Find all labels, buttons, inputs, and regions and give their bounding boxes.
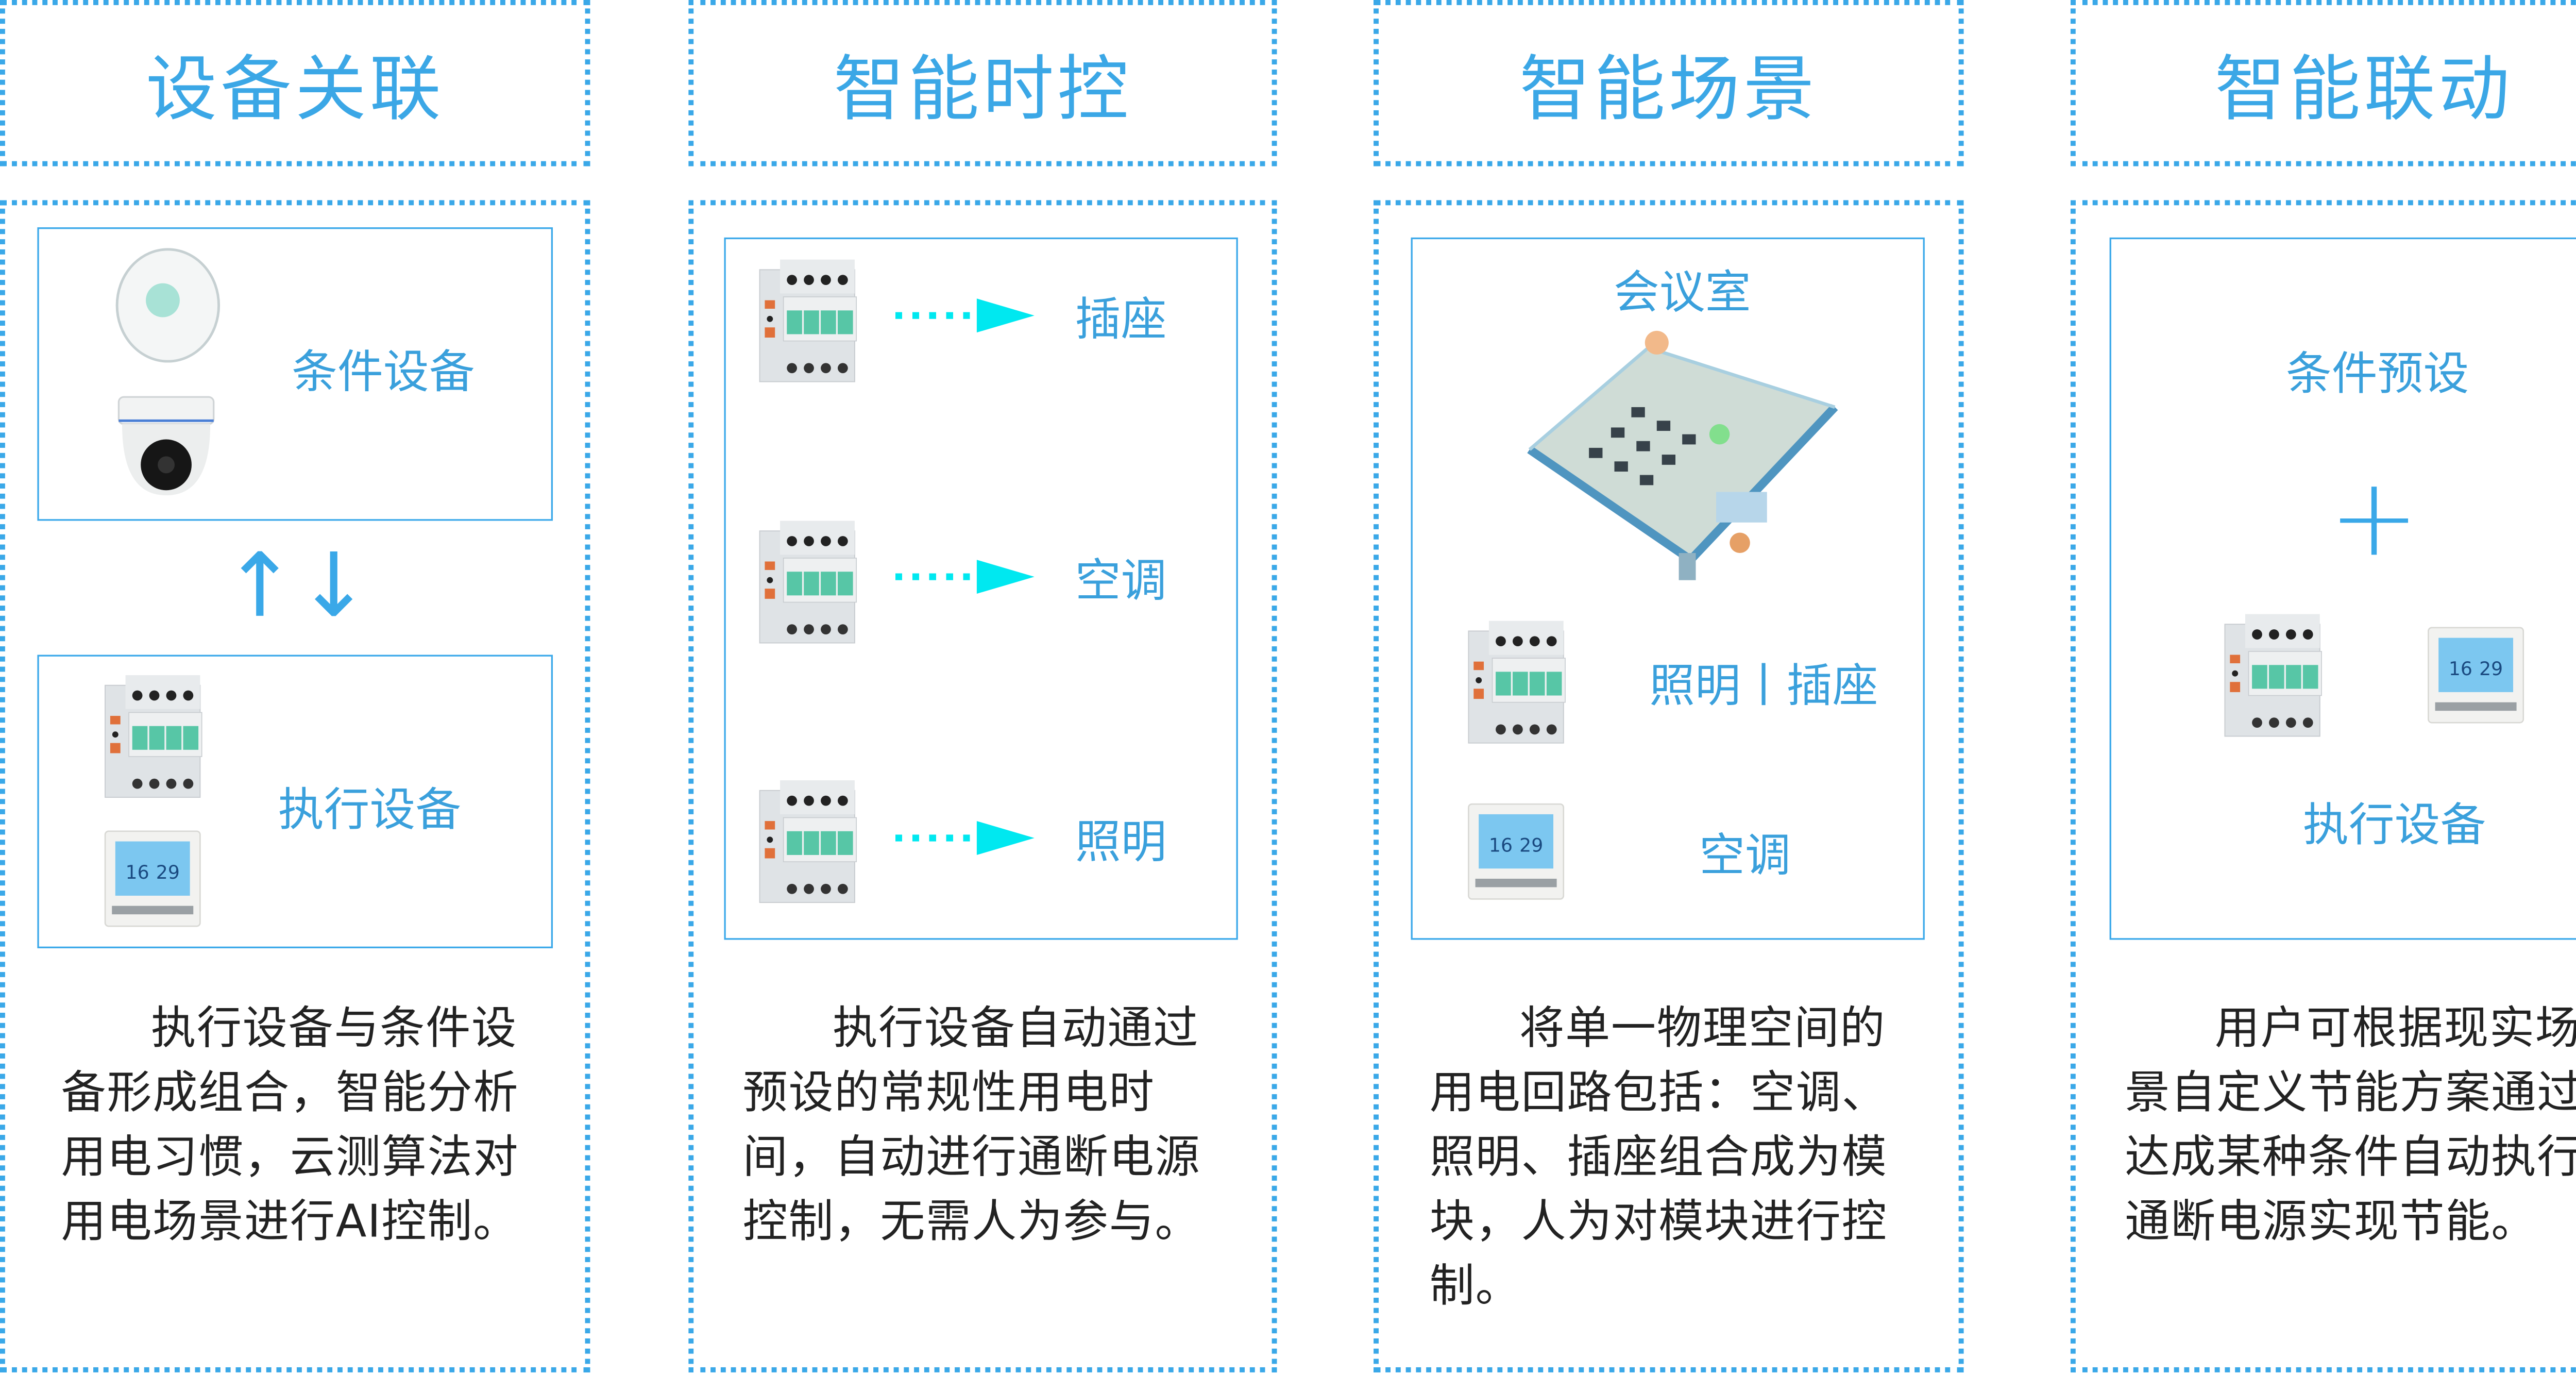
header-title: 智能联动 (2214, 46, 2514, 130)
smart-breaker-icon (2224, 613, 2323, 738)
description: 将单一物理空间的用电回路包括：空调、照明、插座组合成为模块，人为对模块进行控制。 (1429, 1002, 1888, 1313)
header-device-association: 设备关联 (0, 0, 590, 166)
air-conditioner-label: 空调 (1699, 830, 1791, 883)
description: 执行设备与条件设备形成组合，智能分析用电习惯，云测算法对用电场景进行AI控制。 (61, 1002, 519, 1249)
action-device-label: 执行设备 (278, 784, 462, 837)
meeting-room-illustration (1527, 330, 1838, 580)
description: 执行设备自动通过预设的常规性用电时间，自动进行通断电源控制，无需人为参与。 (742, 1002, 1201, 1249)
condition-preset-label: 条件预设 (2285, 348, 2469, 401)
linkage-box (2109, 237, 2576, 940)
room-label: 会议室 (1613, 267, 1751, 320)
target-label: 空调 (1075, 555, 1167, 609)
header-smart-timer: 智能时控 (688, 0, 1277, 166)
arrow-head-icon (976, 298, 1035, 333)
header-title: 智能时控 (833, 46, 1132, 130)
header-title: 智能场景 (1519, 46, 1818, 130)
target-label: 照明 (1075, 816, 1167, 869)
column-smart-linkage (2070, 200, 2576, 1372)
smart-breaker-icon (104, 674, 203, 798)
dotted-arrow-icon (895, 834, 980, 842)
smart-breaker-icon (1467, 620, 1566, 744)
column-smart-scene (1374, 200, 1964, 1372)
target-label: 插座 (1075, 294, 1167, 347)
dotted-arrow-icon (895, 573, 980, 580)
condition-device-label: 条件设备 (292, 347, 475, 400)
description: 用户可根据现实场景自定义节能方案通过达成某种条件自动执行通断电源实现节能。 (2125, 1002, 2576, 1249)
bidirectional-arrows-icon: ↑↓ (223, 536, 371, 638)
thermostat-icon (2427, 627, 2524, 724)
lighting-socket-label: 照明丨插座 (1649, 661, 1878, 714)
smart-breaker-icon (758, 779, 857, 903)
plus-icon: + (2328, 456, 2420, 582)
thermostat-icon (1467, 803, 1565, 900)
arrow-head-icon (976, 821, 1035, 855)
header-smart-scene: 智能场景 (1374, 0, 1964, 166)
action-device-label: 执行设备 (2302, 799, 2486, 852)
thermostat-icon (104, 830, 201, 927)
column-smart-timer (688, 200, 1277, 1372)
header-smart-linkage: 智能联动 (2070, 0, 2576, 166)
arrow-head-icon (976, 560, 1035, 594)
column-device-association (0, 200, 590, 1372)
motion-sensor-icon (115, 248, 221, 363)
smart-breaker-icon (758, 258, 857, 383)
header-title: 设备关联 (146, 46, 445, 130)
smart-breaker-icon (758, 520, 857, 644)
camera-icon (117, 396, 215, 496)
dotted-arrow-icon (895, 312, 980, 319)
